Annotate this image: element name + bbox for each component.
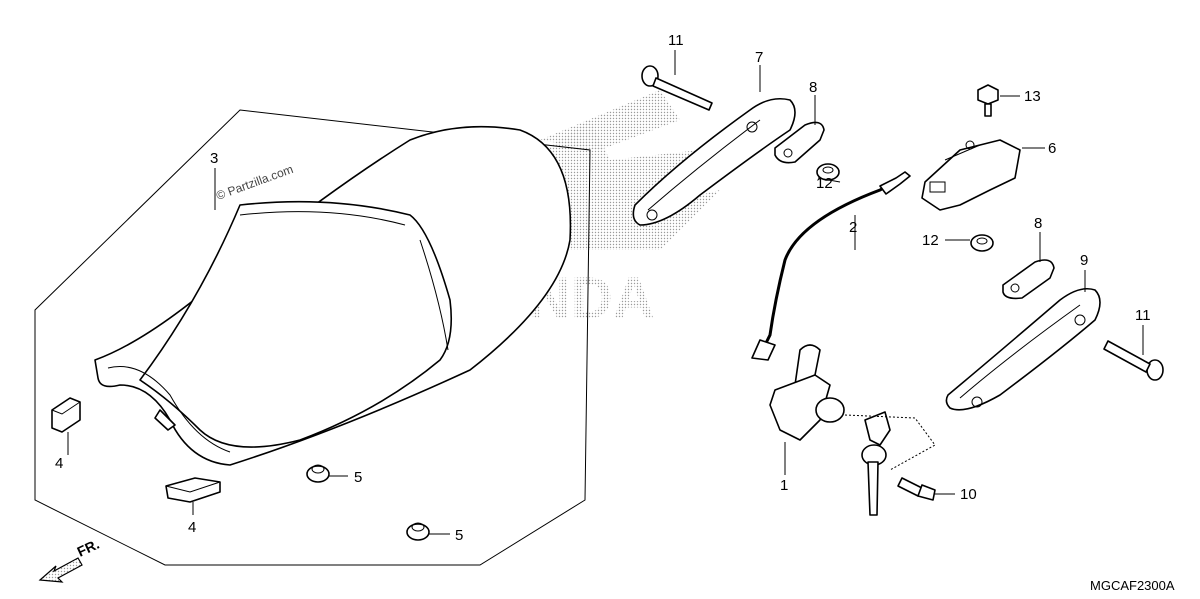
front-direction-arrow: FR.: [38, 536, 102, 583]
partzilla-watermark: © Partzilla.com: [214, 162, 295, 203]
seat-lock-cable: [751, 171, 911, 361]
callout-5-lower: 5: [455, 527, 463, 544]
callout-8-lower: 8: [1034, 215, 1042, 232]
bracket-lower: [1002, 259, 1055, 300]
seat-latch: [921, 139, 1021, 211]
leader-lines: [67, 50, 1144, 535]
callout-11-upper: 11: [668, 32, 684, 49]
grab-rail-right: [945, 287, 1101, 411]
grommet-lower: [406, 522, 430, 541]
callout-5-upper: 5: [354, 469, 362, 486]
callout-4-bottom: 4: [188, 519, 196, 536]
bolt-upper: [641, 65, 713, 111]
callout-4-left: 4: [55, 455, 63, 472]
callout-12-lower: 12: [922, 232, 939, 249]
bolt-small: [977, 84, 999, 117]
bolt-lock: [897, 477, 936, 501]
front-arrow-label: FR.: [75, 536, 102, 560]
callout-12-upper: 12: [816, 175, 833, 192]
callout-9: 9: [1080, 252, 1088, 269]
callout-10: 10: [960, 486, 977, 503]
bracket-upper: [774, 121, 825, 164]
flange-nut-lower: [970, 234, 994, 252]
callout-8-upper: 8: [809, 79, 817, 96]
drawing-code: MGCAF2300A: [1090, 578, 1175, 593]
callout-1: 1: [780, 477, 788, 494]
callout-2: 2: [849, 219, 857, 236]
callout-13: 13: [1024, 88, 1041, 105]
callout-3: 3: [210, 150, 218, 167]
callout-7: 7: [755, 49, 763, 66]
grommet-upper: [306, 464, 330, 483]
callout-6: 6: [1048, 140, 1056, 157]
callout-11-lower: 11: [1135, 307, 1151, 324]
seat-group-outline: [34, 109, 591, 566]
seat-assembly: [94, 125, 572, 466]
seat-cushion-block-left: [51, 397, 81, 433]
seat-cushion-block-bottom: [165, 477, 221, 503]
seat-lock-assembly: [769, 344, 936, 516]
bolt-lower: [1103, 340, 1164, 381]
grab-rail-left: [632, 97, 796, 226]
